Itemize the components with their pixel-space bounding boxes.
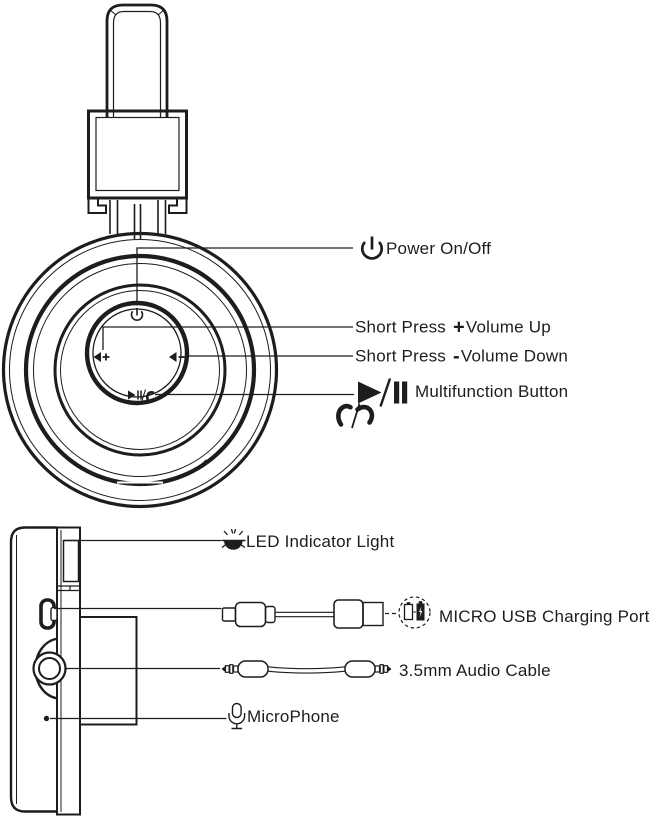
- side-view-drawing: [9, 526, 431, 816]
- power-icon: [360, 236, 384, 260]
- call-answer-icon: [336, 403, 353, 427]
- callout-label-volume-up: Short Press +Volume Up: [355, 317, 551, 338]
- play-pause-icon: [358, 378, 408, 407]
- multifunction-button-glyph: [128, 389, 155, 401]
- volume-up-text: Volume Up: [465, 317, 551, 337]
- volume-down-prefix: Short Press: [355, 346, 447, 366]
- charging-battery-icon: [398, 596, 431, 629]
- speaker-body-rings: [1, 231, 279, 509]
- audio-jack: [32, 637, 67, 700]
- microphone-icon: [228, 702, 246, 730]
- front-callout-lines: [102, 247, 354, 396]
- led-light-icon: [221, 528, 246, 550]
- power-button-glyph: [130, 308, 144, 321]
- audio-cable-drawing: [221, 660, 392, 678]
- volume-down-button-glyph: [169, 352, 185, 362]
- volume-up-button-glyph: [93, 352, 110, 362]
- volume-up-prefix: Short Press: [355, 317, 447, 337]
- microphone-hole: [43, 715, 50, 722]
- device-body-profile: [9, 526, 57, 813]
- callout-label-volume-down: Short Press-Volume Down: [355, 346, 568, 367]
- callout-label-led: LED Indicator Light: [246, 531, 395, 551]
- control-pad: [84, 300, 190, 406]
- micro-usb-port: [39, 598, 58, 630]
- side-callout-lines: [50, 539, 227, 720]
- callout-label-mic: MicroPhone: [247, 707, 340, 726]
- mounting-clip: [87, 3, 188, 239]
- callout-label-audio: 3.5mm Audio Cable: [399, 660, 551, 680]
- call-end-icon: [355, 404, 375, 425]
- callout-label-multifunction: Multifunction Button: [415, 382, 569, 401]
- volume-down-text: Volume Down: [460, 346, 568, 366]
- usb-cable-drawing: [221, 599, 399, 629]
- callout-label-power: Power On/Off: [386, 239, 492, 258]
- plus-sign: +: [453, 316, 465, 339]
- front-view-drawing: [1, 3, 408, 509]
- callout-label-usb: MICRO USB Charging Port: [439, 606, 650, 626]
- minus-sign: -: [453, 345, 460, 368]
- clamp-block-side: [79, 616, 138, 726]
